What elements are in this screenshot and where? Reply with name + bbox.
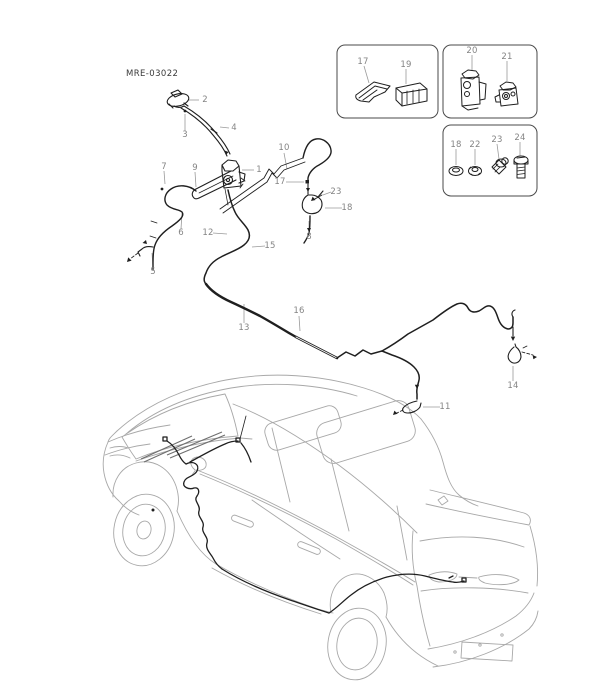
part-callout-16[interactable]: 16 xyxy=(293,305,305,316)
part-callout-6[interactable]: 6 xyxy=(178,227,184,238)
rear-nozzle-11-drawing xyxy=(381,350,422,415)
clip-17-drawing xyxy=(355,81,391,103)
part-callout-18[interactable]: 18 xyxy=(341,202,353,213)
detail-boxes xyxy=(336,44,538,197)
exploded-parts-drawing xyxy=(127,89,537,415)
nut-22-drawing xyxy=(468,166,482,176)
part-callout-1[interactable]: 1 xyxy=(256,164,262,175)
part-callout-22[interactable]: 22 xyxy=(469,139,481,150)
part-callout-5[interactable]: 5 xyxy=(150,266,156,277)
filler-hose-drawing xyxy=(180,105,231,157)
part-callout-20[interactable]: 20 xyxy=(466,45,478,56)
detail-box-3 xyxy=(442,124,538,197)
part-callout-13[interactable]: 13 xyxy=(238,322,250,333)
part-callout-23[interactable]: 23 xyxy=(330,186,342,197)
elbow-23-drawing xyxy=(491,157,509,175)
part-callout-8[interactable]: 8 xyxy=(306,231,312,242)
grommet-18-drawing xyxy=(448,166,464,176)
part-callout-7[interactable]: 7 xyxy=(161,161,167,172)
part-callout-4[interactable]: 4 xyxy=(231,122,237,133)
detail-box-1 xyxy=(336,44,439,119)
part-callout-10[interactable]: 10 xyxy=(278,142,290,153)
part-callout-2[interactable]: 2 xyxy=(202,94,208,105)
hose-junction-drawing xyxy=(336,349,383,359)
bolt-24-drawing xyxy=(513,155,529,179)
washer-cap-drawing xyxy=(166,89,190,109)
part-callout-3[interactable]: 3 xyxy=(182,129,188,140)
part-callout-23[interactable]: 23 xyxy=(491,134,503,145)
nozzle-21-drawing xyxy=(494,81,519,107)
detail-box-2 xyxy=(442,44,538,119)
part-callout-14[interactable]: 14 xyxy=(507,380,519,391)
part-callout-11[interactable]: 11 xyxy=(439,401,451,412)
vehicle-hose-routing-drawing xyxy=(151,415,467,614)
part-callout-21[interactable]: 21 xyxy=(501,51,513,62)
part-callout-15[interactable]: 15 xyxy=(264,240,276,251)
rear-feed-hose-drawing xyxy=(219,138,332,244)
part-callout-18[interactable]: 18 xyxy=(450,139,462,150)
callout-leader-lines xyxy=(151,55,521,408)
part-callout-17[interactable]: 17 xyxy=(274,176,286,187)
hose-12-15-drawing xyxy=(203,189,251,285)
front-hose-drawing xyxy=(127,185,197,271)
hose-16-drawing xyxy=(294,335,339,360)
part-callout-9[interactable]: 9 xyxy=(192,162,198,173)
vehicle-outline-drawing xyxy=(102,374,539,681)
diagram-code: MRE-03022 xyxy=(126,69,179,79)
part-callout-19[interactable]: 19 xyxy=(400,59,412,70)
hose-13-drawing xyxy=(204,282,298,339)
washer-pump-drawing xyxy=(221,159,246,189)
part-callout-24[interactable]: 24 xyxy=(514,132,526,143)
rear-nozzle-14-drawing xyxy=(381,302,537,364)
part-callout-12[interactable]: 12 xyxy=(202,227,214,238)
joint-block-19-drawing xyxy=(395,82,428,107)
part-callout-17[interactable]: 17 xyxy=(357,56,369,67)
nozzle-20-drawing xyxy=(460,69,487,111)
